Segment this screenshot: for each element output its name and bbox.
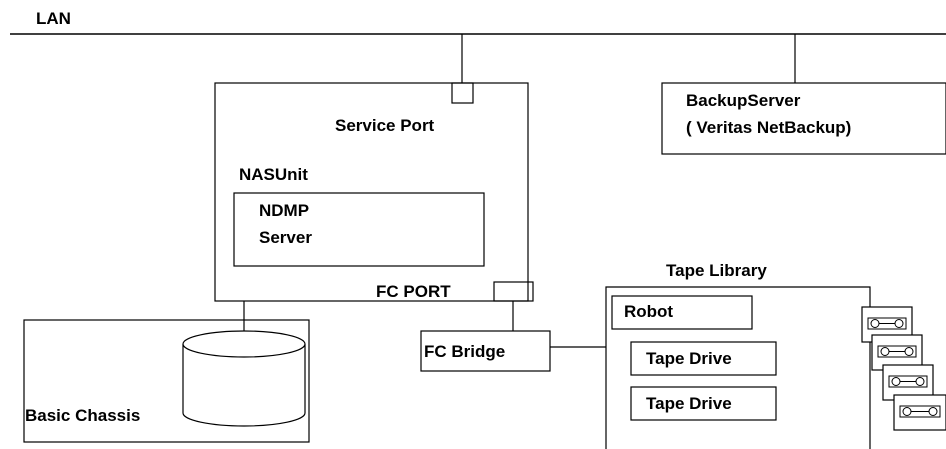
fc-bridge-box: [420, 330, 551, 372]
service-port: [451, 82, 474, 104]
backup-server-label-line2: ( Veritas NetBackup): [686, 118, 851, 137]
fc-bridge-label: FC Bridge: [424, 342, 505, 361]
service-port-label: Service Port: [335, 116, 435, 135]
basic-chassis-label: Basic Chassis: [25, 406, 140, 425]
fc-port-label: FC PORT: [376, 282, 451, 301]
tape-cartridge-icon: [871, 334, 923, 371]
backup-server-label-line1: BackupServer: [686, 91, 801, 110]
ndmp-server-label-line2: Server: [259, 228, 312, 247]
tape-library-box: [605, 286, 871, 449]
tape-cartridge-icon: [893, 394, 946, 431]
nas-unit-label: NASUnit: [239, 165, 308, 184]
ndmp-server-label-line1: NDMP: [259, 201, 309, 220]
robot-label: Robot: [624, 302, 673, 321]
disk-cylinder-icon: [182, 330, 306, 427]
robot-box: [611, 295, 753, 330]
backup-server-box: [661, 82, 946, 155]
tape-library-title: Tape Library: [666, 261, 767, 280]
ndmp-server-box: [233, 192, 485, 267]
nas-box: [214, 82, 529, 302]
basic-chassis-box: [23, 319, 310, 443]
tape-drive-label-2: Tape Drive: [646, 394, 732, 413]
lan-label: LAN: [36, 9, 71, 28]
tape-drive-box-2: [630, 386, 777, 421]
tape-drive-label-1: Tape Drive: [646, 349, 732, 368]
tape-drive-box-1: [630, 341, 777, 376]
fc-port: [493, 281, 534, 302]
